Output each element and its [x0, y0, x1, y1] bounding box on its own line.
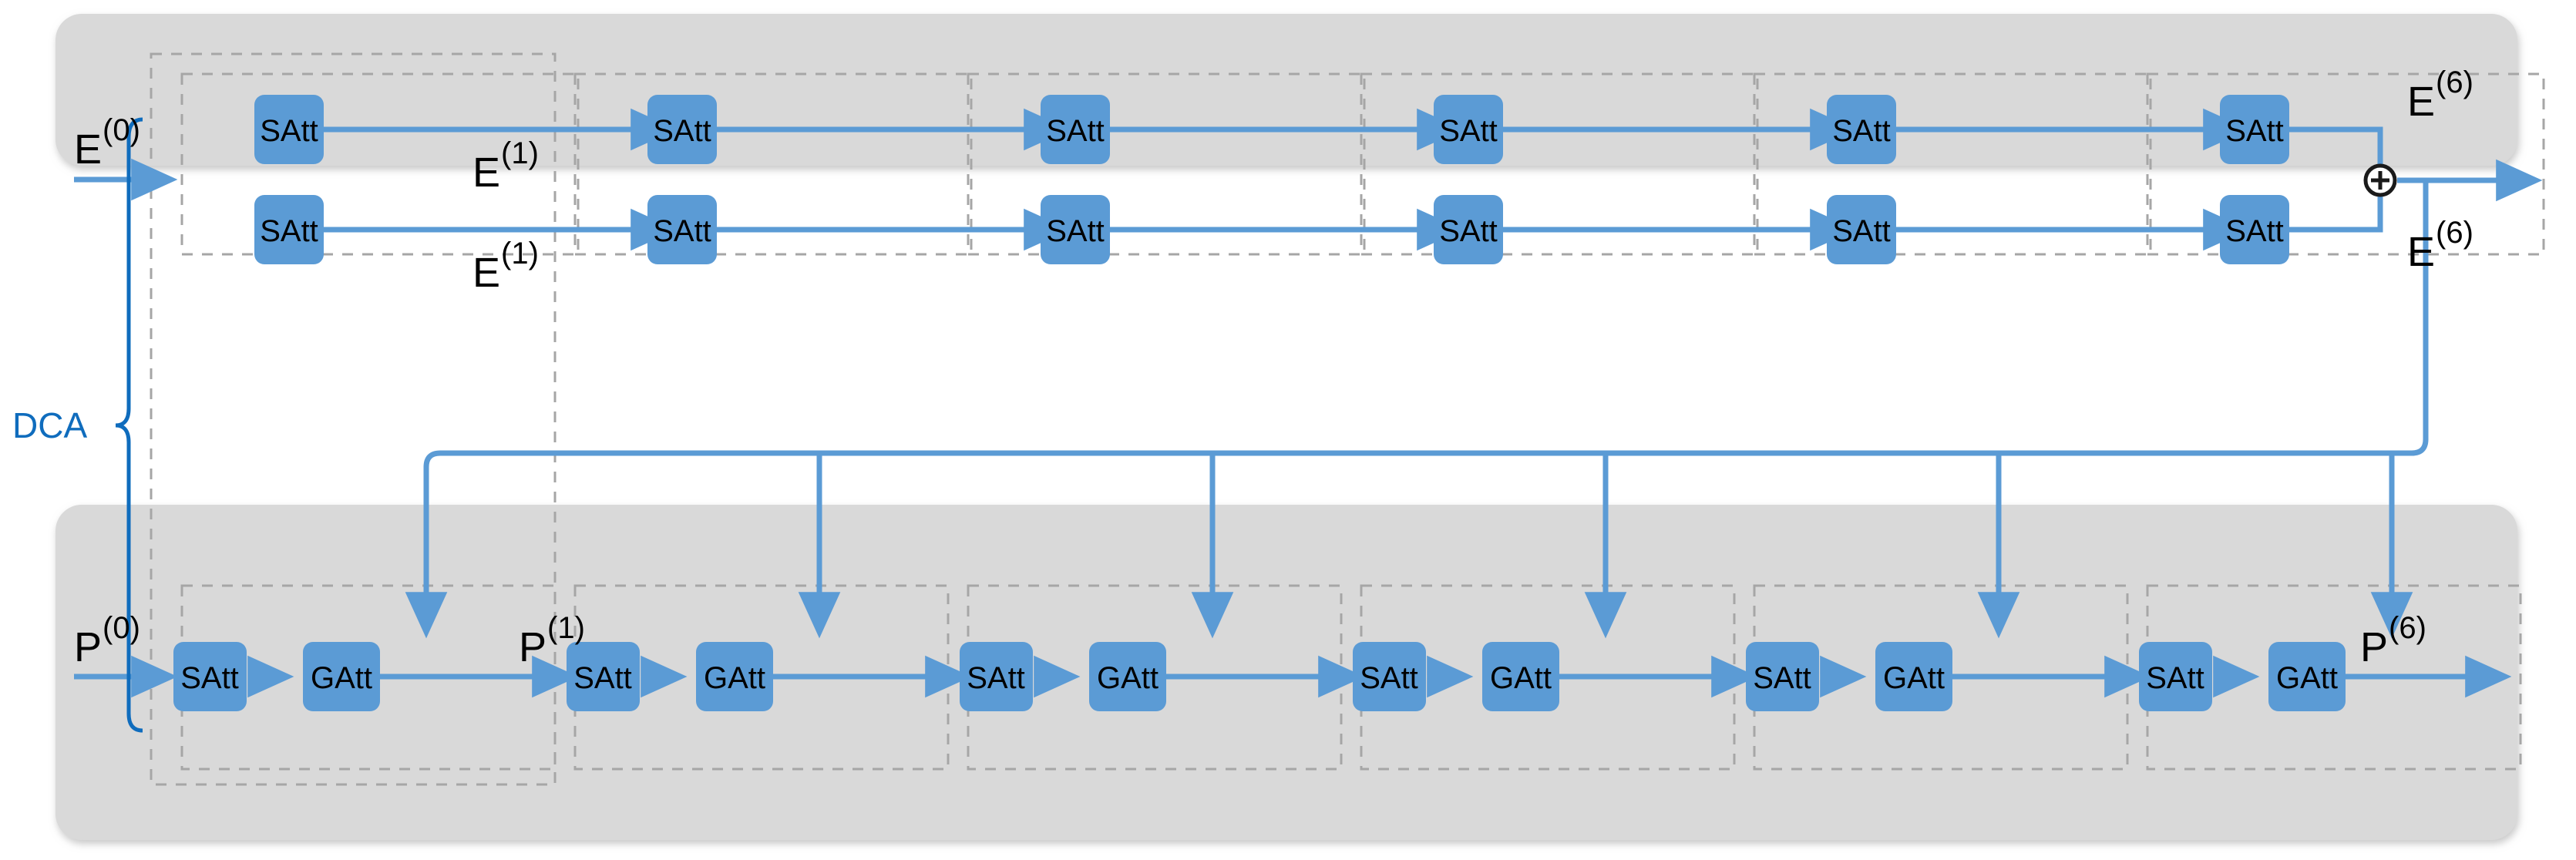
block-label: SAtt [1439, 214, 1498, 248]
label-superscript: (6) [2389, 611, 2426, 645]
block-label: GAtt [2276, 661, 2338, 695]
layer-1-outer-dashed-box [150, 52, 557, 786]
top-layer-box-1 [180, 72, 580, 256]
block-satt-bottom-4[interactable]: SAtt [1353, 642, 1426, 711]
block-label: SAtt [1046, 214, 1105, 248]
block-label: SAtt [1046, 114, 1105, 148]
label-base: P [2360, 624, 2388, 670]
label-superscript: (1) [547, 611, 585, 645]
block-label: SAtt [180, 661, 239, 695]
dca-label: DCA [12, 405, 87, 445]
block-label: SAtt [1753, 661, 1811, 695]
block-gatt-bottom-5[interactable]: GAtt [1875, 642, 1952, 711]
block-label: GAtt [1097, 661, 1159, 695]
top-layer-box-4 [1360, 72, 1759, 256]
label-base: E [2407, 229, 2435, 275]
block-gatt-bottom-1[interactable]: GAtt [303, 642, 380, 711]
label-base: E [74, 126, 102, 173]
label-superscript: (6) [2436, 66, 2473, 99]
block-label: SAtt [260, 114, 318, 148]
variable-labels: E (0) E (1) E (1) E (6) E (6) P (0) [74, 66, 2473, 670]
block-label: SAtt [2146, 661, 2204, 695]
top-layer-box-2 [573, 72, 973, 256]
label-base: E [472, 149, 500, 196]
top-stream-connections [74, 108, 2543, 251]
block-label: GAtt [1883, 661, 1945, 695]
block-gatt-bottom-6[interactable]: GAtt [2268, 642, 2346, 711]
block-gatt-bottom-3[interactable]: GAtt [1089, 642, 1166, 711]
label-p0: P (0) [74, 611, 140, 670]
block-label: SAtt [1832, 214, 1891, 248]
sum-node [2363, 163, 2397, 197]
block-satt-bottom-5[interactable]: SAtt [1746, 642, 1819, 711]
passage-stream-panel [55, 505, 2517, 840]
block-label: SAtt [260, 214, 318, 248]
top-layer-box-3 [967, 72, 1366, 256]
block-label: SAtt [653, 214, 711, 248]
merge-lower-to-sum [2289, 195, 2383, 233]
label-superscript: (6) [2436, 216, 2473, 250]
label-e1-upper: E (1) [472, 136, 539, 196]
block-label: SAtt [1439, 114, 1498, 148]
block-label: SAtt [1832, 114, 1891, 148]
label-e6-upper: E (6) [2407, 66, 2473, 125]
block-label: GAtt [1490, 661, 1552, 695]
block-satt-top-2-2[interactable]: SAtt [647, 195, 717, 264]
merge-upper-to-sum [2289, 126, 2383, 166]
block-satt-top-1-3[interactable]: SAtt [1041, 95, 1110, 164]
label-e1-lower: E (1) [472, 237, 539, 296]
block-satt-top-2-1[interactable]: SAtt [254, 195, 324, 264]
top-layer-dashed-boxes [180, 72, 2545, 256]
label-superscript: (0) [103, 611, 140, 645]
top-layer-box-6 [2146, 72, 2545, 256]
block-satt-top-2-5[interactable]: SAtt [1827, 195, 1896, 264]
block-satt-bottom-1[interactable]: SAtt [173, 642, 247, 711]
label-e0: E (0) [74, 113, 140, 173]
label-base: E [2407, 79, 2435, 125]
block-satt-top-1-2[interactable]: SAtt [647, 95, 717, 164]
label-p6: P (6) [2360, 611, 2426, 670]
label-superscript: (1) [501, 237, 539, 270]
top-layer-box-5 [1753, 72, 2152, 256]
label-base: P [74, 624, 102, 670]
label-base: E [472, 250, 500, 296]
block-label: GAtt [311, 661, 372, 695]
label-superscript: (1) [501, 136, 539, 170]
top-upper-blocks: SAtt SAtt SAtt SAtt SAtt SAtt [254, 95, 2289, 164]
block-satt-bottom-2[interactable]: SAtt [567, 642, 640, 711]
block-satt-bottom-3[interactable]: SAtt [960, 642, 1033, 711]
block-label: SAtt [967, 661, 1025, 695]
block-label: SAtt [653, 114, 711, 148]
label-base: P [519, 624, 546, 670]
block-satt-top-2-3[interactable]: SAtt [1041, 195, 1110, 264]
block-satt-top-1-1[interactable]: SAtt [254, 95, 324, 164]
block-satt-top-1-6[interactable]: SAtt [2220, 95, 2289, 164]
label-superscript: (0) [103, 113, 140, 147]
block-label: GAtt [704, 661, 765, 695]
block-gatt-bottom-2[interactable]: GAtt [696, 642, 773, 711]
block-label: SAtt [2225, 214, 2284, 248]
dca-brace [115, 117, 143, 733]
label-e6-lower: E (6) [2407, 216, 2473, 275]
block-label: SAtt [1360, 661, 1418, 695]
bottom-layer-box-6 [2146, 584, 2522, 771]
top-lower-blocks: SAtt SAtt SAtt SAtt SAtt SAtt [254, 195, 2289, 264]
bottom-blocks: SAtt GAtt SAtt GAtt SAtt GAtt SAtt G [173, 642, 2346, 711]
block-label: SAtt [573, 661, 632, 695]
dca-cross-attention-bus [405, 180, 2429, 639]
block-satt-top-2-4[interactable]: SAtt [1434, 195, 1503, 264]
dca-brace-group: DCA [12, 117, 143, 733]
block-satt-top-2-6[interactable]: SAtt [2220, 195, 2289, 264]
block-satt-bottom-6[interactable]: SAtt [2139, 642, 2212, 711]
label-p1: P (1) [519, 611, 585, 670]
block-label: SAtt [2225, 114, 2284, 148]
dca-bus-spine [405, 180, 2429, 639]
block-satt-top-1-5[interactable]: SAtt [1827, 95, 1896, 164]
block-satt-top-1-4[interactable]: SAtt [1434, 95, 1503, 164]
block-gatt-bottom-4[interactable]: GAtt [1482, 642, 1559, 711]
